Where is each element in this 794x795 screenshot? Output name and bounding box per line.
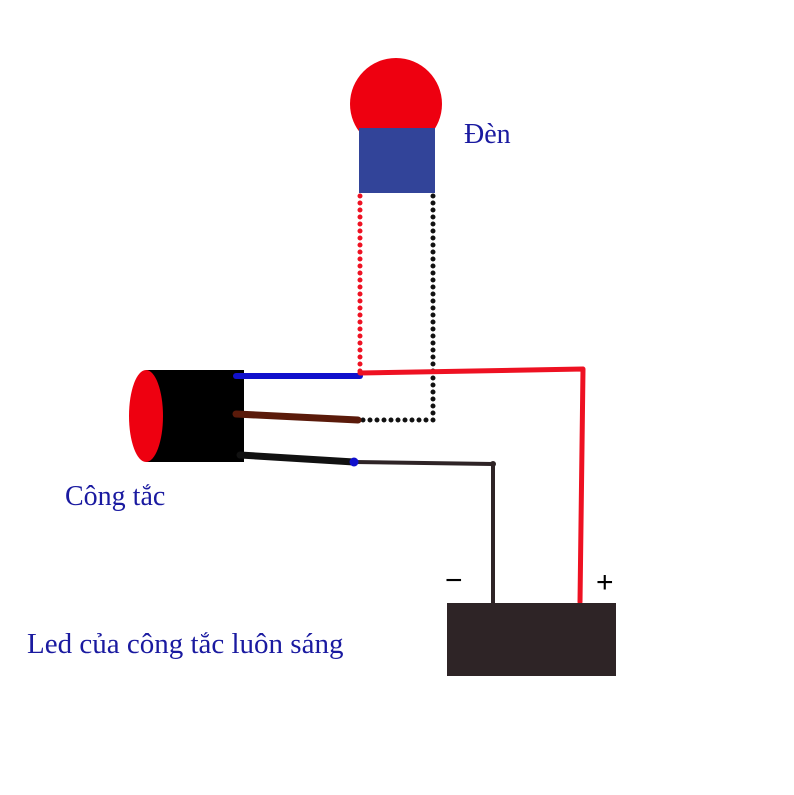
battery bbox=[447, 603, 616, 676]
wire-positive-red bbox=[357, 366, 586, 605]
lamp-bulb bbox=[350, 58, 442, 150]
lamp-base bbox=[359, 128, 435, 193]
lamp-wire-black-dotted bbox=[357, 193, 436, 423]
junction-dot-corner bbox=[490, 461, 496, 467]
battery-plus-sign: + bbox=[596, 566, 614, 599]
wire-negative-dark bbox=[352, 460, 495, 606]
note-label: Led của công tắc luôn sáng bbox=[27, 628, 343, 660]
switch bbox=[129, 370, 244, 462]
switch-wire-black bbox=[236, 451, 358, 466]
lamp bbox=[350, 58, 442, 193]
battery-minus-sign: − bbox=[445, 564, 463, 597]
switch-label: Công tắc bbox=[65, 481, 165, 512]
switch-wire-brown bbox=[232, 410, 362, 424]
lamp-label: Đèn bbox=[464, 119, 511, 150]
junction-dot-negative bbox=[349, 457, 359, 467]
switch-face bbox=[129, 370, 163, 462]
